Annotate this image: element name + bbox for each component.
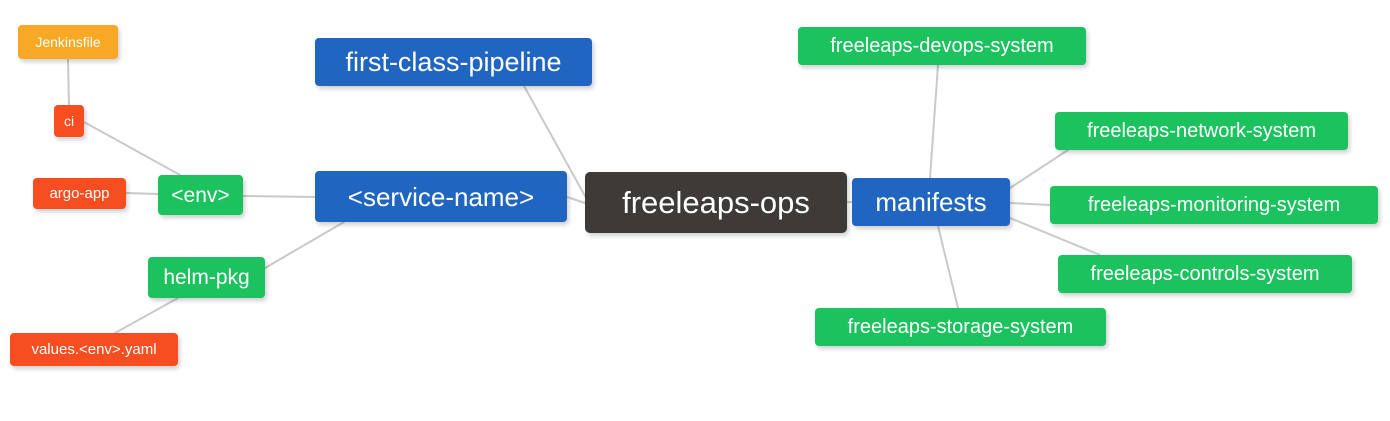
mindmap-node-helm-pkg[interactable]: helm-pkg: [148, 257, 265, 298]
edge-freeleaps-ops-to-service-name: [566, 196, 586, 204]
edge-service-name-to-env: [242, 195, 316, 198]
mindmap-node-first-class-pipeline[interactable]: first-class-pipeline: [315, 38, 592, 86]
mindmap-node-service-name[interactable]: <service-name>: [315, 171, 567, 222]
mindmap-node-freeleaps-ops[interactable]: freeleaps-ops: [585, 172, 847, 233]
edge-manifests-to-freeleaps-network-system: [1009, 149, 1069, 189]
mindmap-node-ci[interactable]: ci: [54, 105, 84, 137]
mindmap-node-freeleaps-controls-system[interactable]: freeleaps-controls-system: [1058, 255, 1352, 293]
edge-manifests-to-freeleaps-devops-system: [929, 64, 939, 179]
mindmap-node-argo-app[interactable]: argo-app: [33, 178, 126, 209]
mindmap-node-freeleaps-devops-system[interactable]: freeleaps-devops-system: [798, 27, 1086, 65]
edge-env-to-argo-app: [125, 192, 159, 195]
edge-manifests-to-freeleaps-monitoring-system: [1009, 202, 1051, 206]
mindmap-node-freeleaps-network-system[interactable]: freeleaps-network-system: [1055, 112, 1348, 150]
mindmap-node-manifests[interactable]: manifests: [852, 178, 1010, 226]
edge-service-name-to-helm-pkg: [264, 221, 345, 269]
mindmap-node-jenkinsfile[interactable]: Jenkinsfile: [18, 25, 118, 59]
edge-helm-pkg-to-values-env-yaml: [114, 297, 179, 334]
edge-ci-to-jenkinsfile: [67, 58, 70, 106]
mindmap-node-freeleaps-storage-system[interactable]: freeleaps-storage-system: [815, 308, 1106, 346]
mindmap-node-values-env-yaml[interactable]: values.<env>.yaml: [10, 333, 178, 366]
edge-manifests-to-freeleaps-storage-system: [937, 225, 959, 309]
mindmap-node-env[interactable]: <env>: [158, 175, 243, 215]
mindmap-node-freeleaps-monitoring-system[interactable]: freeleaps-monitoring-system: [1050, 186, 1378, 224]
edge-env-to-ci: [83, 121, 181, 176]
